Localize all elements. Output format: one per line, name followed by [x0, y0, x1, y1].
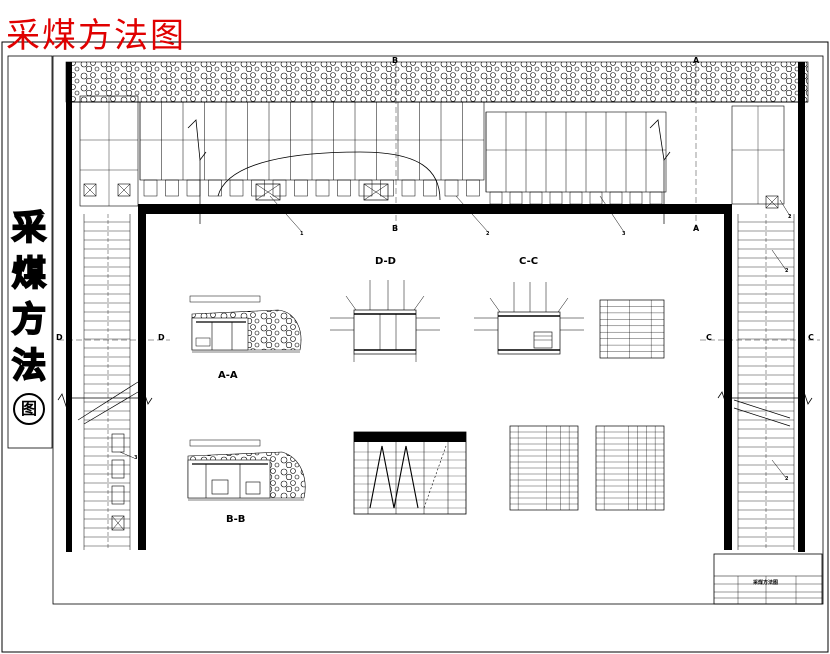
- view-label-dd: D-D: [375, 256, 396, 267]
- side-title-char: 方: [11, 299, 47, 341]
- cycle-operation-chart: [353, 431, 467, 515]
- side-title-char: 采: [11, 207, 47, 249]
- inner-border: [52, 55, 824, 605]
- section-marker-a-mid: A: [693, 224, 700, 233]
- callout-number: 1: [300, 231, 304, 237]
- face-supports: [139, 101, 671, 224]
- right-wall: [798, 62, 805, 552]
- side-title-char: 煤: [11, 253, 47, 295]
- side-title-char: 法: [11, 345, 47, 387]
- title-block: [713, 553, 823, 605]
- view-label-bb: B-B: [226, 514, 246, 525]
- section-marker-c-inner: C: [706, 333, 712, 342]
- side-title: 采 煤 方 法 图: [9, 205, 49, 425]
- section-bb-drawing: [187, 439, 306, 501]
- title-block-name: 采煤方法图: [753, 580, 779, 586]
- view-label-aa: A-A: [218, 370, 238, 381]
- callout-number: 2: [785, 268, 789, 274]
- section-dd-drawing: [330, 280, 440, 362]
- section-cc-drawing: [474, 282, 584, 355]
- outer-border: [1, 41, 829, 653]
- right-roadway: [717, 105, 813, 550]
- left-inner-wall: [138, 204, 146, 550]
- callout-number: 3: [134, 455, 138, 461]
- section-marker-a-top: A: [693, 56, 700, 65]
- roof-rock-band: [65, 61, 809, 103]
- callout-number: 2: [788, 214, 792, 220]
- data-tables: [509, 299, 665, 511]
- side-title-circle-char: 图: [13, 393, 45, 425]
- section-marker-b-mid: B: [392, 224, 399, 233]
- callout-number: 3: [622, 231, 626, 237]
- right-inner-wall: [724, 204, 732, 550]
- section-marker-b-top: B: [392, 56, 399, 65]
- section-marker-d-inner: D: [158, 333, 165, 342]
- section-marker-d-left: D: [56, 333, 63, 342]
- lower-roadway-beam: [138, 204, 732, 214]
- callout-number: 2: [785, 476, 789, 482]
- left-wall: [66, 62, 72, 552]
- section-marker-c-right: C: [808, 333, 814, 342]
- callout-number: 2: [486, 231, 490, 237]
- left-roadway: [57, 95, 153, 550]
- drawing-title: 采煤方法图: [6, 16, 186, 56]
- section-aa-drawing: [189, 295, 302, 353]
- side-title-frame: [7, 55, 53, 449]
- view-label-cc: C-C: [519, 256, 539, 267]
